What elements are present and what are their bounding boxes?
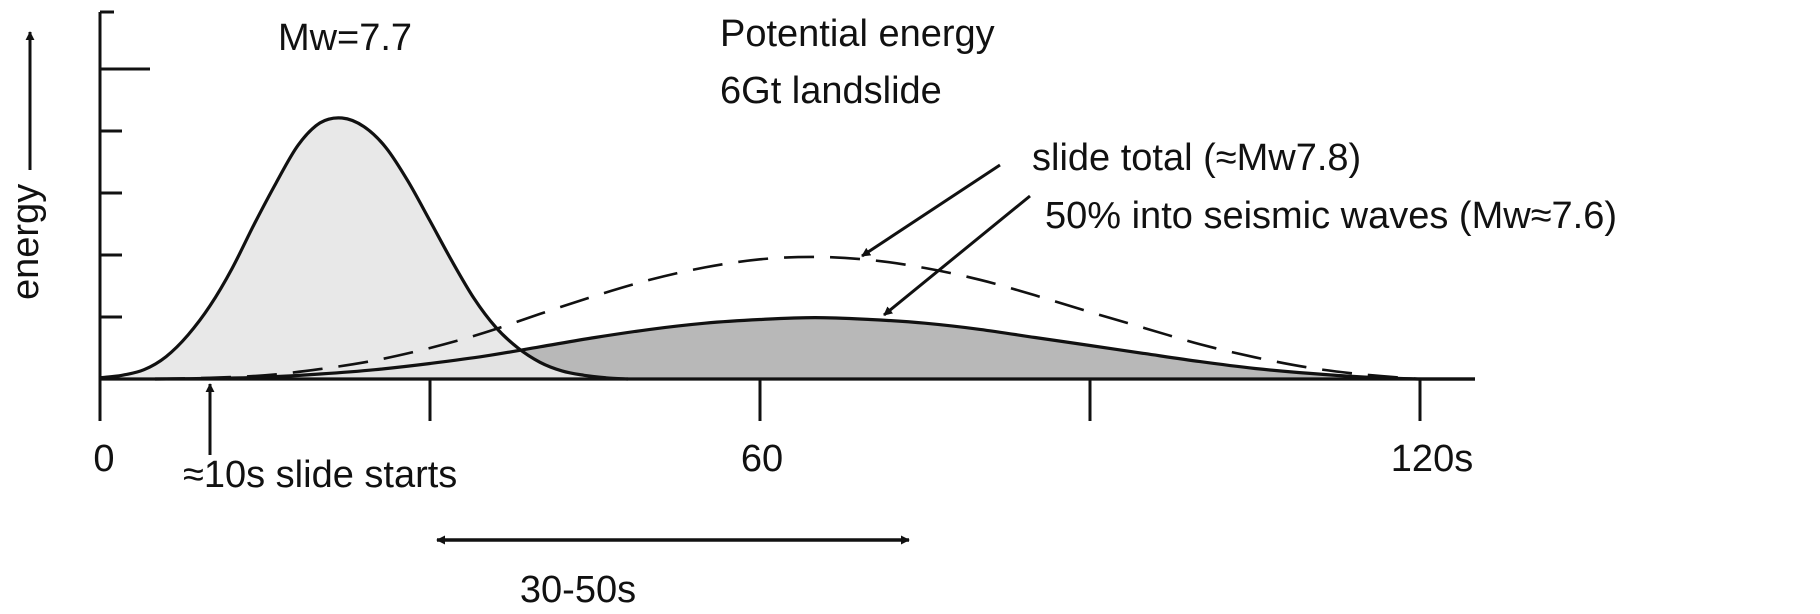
seismic-arrow (883, 194, 1031, 317)
series-areas (100, 117, 1420, 380)
series-lines (99, 116, 1421, 381)
axes (98, 10, 1475, 421)
slide-starts-label: ≈10s slide starts (183, 454, 457, 496)
peak-label: Mw=7.7 (278, 17, 412, 59)
landslide-mass-label: 6Gt landslide (720, 70, 942, 112)
series-line-2 (154, 315, 1421, 381)
x-tick-label: 120s (1391, 438, 1473, 480)
slide-total-label: slide total (≈Mw7.8) (1032, 137, 1361, 179)
potential-energy-label: Potential energy (720, 13, 995, 55)
series-area-0 (100, 117, 628, 380)
series-line-0 (99, 116, 629, 381)
seismic-waves-label: 50% into seismic waves (Mw≈7.6) (1045, 195, 1617, 237)
y-axis-label: energy (5, 184, 47, 300)
x-tick-label: 60 (741, 438, 783, 480)
duration-label: 30-50s (520, 569, 636, 611)
tick-labels: 0 60 120s (93, 438, 1473, 480)
slide-total-arrow (861, 163, 1001, 258)
series-line-1 (154, 255, 1421, 381)
annotation-arrows (25, 31, 1031, 545)
x-tick-label: 0 (93, 438, 114, 480)
